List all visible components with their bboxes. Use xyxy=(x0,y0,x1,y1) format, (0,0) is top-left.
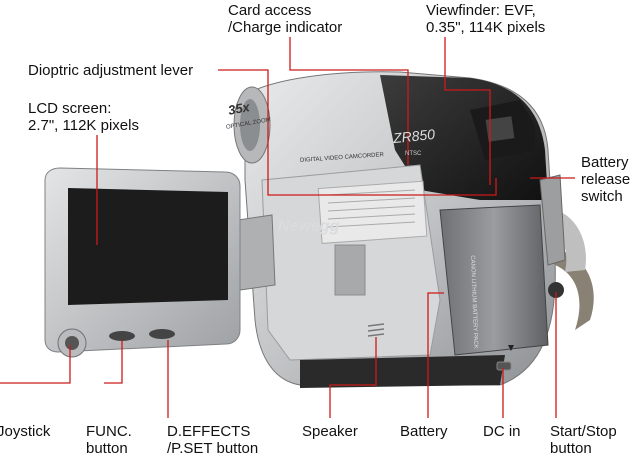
label-joystick: Joystick xyxy=(0,423,51,440)
battery-pack xyxy=(439,204,549,356)
lcd-screen xyxy=(68,188,228,305)
start-stop-button xyxy=(548,282,564,298)
label-card-access: Card access /Charge indicator xyxy=(228,2,343,36)
label-battery: Battery xyxy=(400,423,448,440)
label-deffects-button: D.EFFECTS /P.SET button xyxy=(167,423,259,457)
label-battery-release: Battery release switch xyxy=(581,154,631,205)
model-sub: NTSC xyxy=(405,151,422,157)
watermark: Newegg xyxy=(278,218,340,235)
dc-in-port xyxy=(496,361,512,371)
speaker-grille xyxy=(367,323,385,337)
battery-text: CANON LITHIUM BATTERY PACK xyxy=(469,255,479,349)
label-dioptric-lever: Dioptric adjustment lever xyxy=(28,62,194,79)
label-speaker: Speaker xyxy=(302,423,358,440)
label-start-stop: Start/Stop button xyxy=(550,423,617,457)
label-lcd-screen: LCD screen: 2.7", 112K pixels xyxy=(28,100,139,134)
label-dc-in: DC in xyxy=(483,423,521,440)
label-viewfinder: Viewfinder: EVF, 0.35", 114K pixels xyxy=(426,2,546,36)
spec-sticker xyxy=(317,180,428,244)
deffects-button-shape xyxy=(149,329,175,339)
label-func-button: FUNC. button xyxy=(86,423,132,457)
func-button-shape xyxy=(109,331,135,341)
